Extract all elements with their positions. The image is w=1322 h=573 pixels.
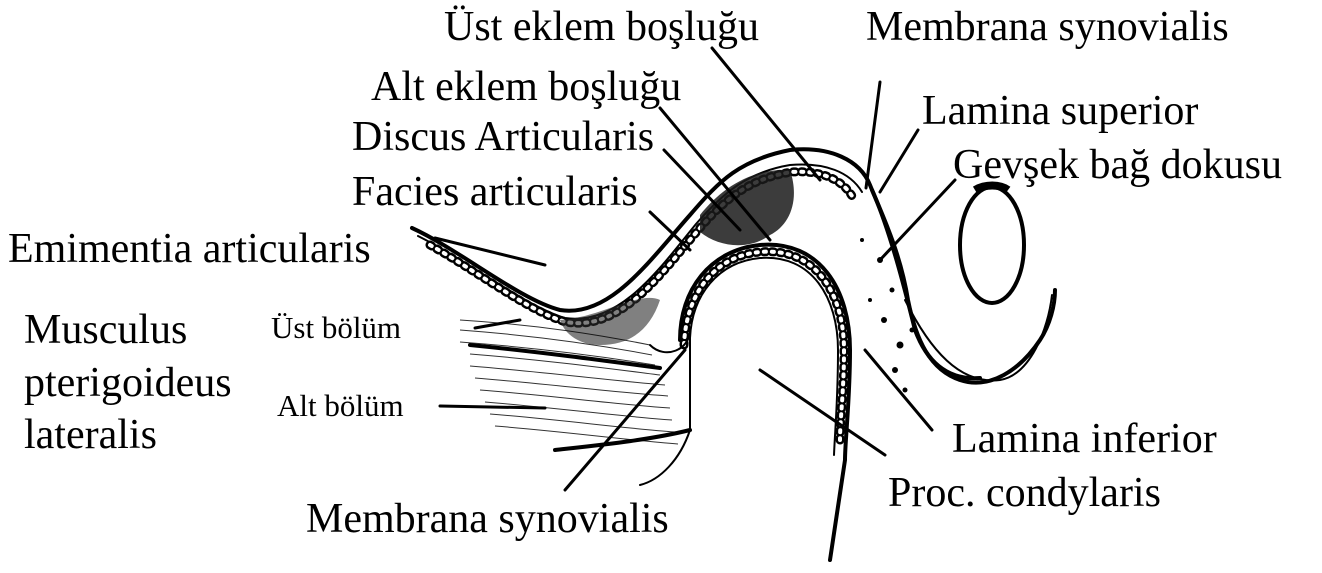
posterior-curve bbox=[905, 295, 1052, 380]
leader-ust-eklem-boslugu bbox=[712, 48, 820, 180]
leader-lamina-superior bbox=[880, 130, 918, 192]
label-musculus-line1: Musculus bbox=[24, 307, 187, 353]
label-lamina-superior: Lamina superior bbox=[922, 88, 1198, 134]
label-membrana-synovialis-top: Membrana synovialis bbox=[866, 4, 1229, 50]
leader-membrana-synovialis-top bbox=[866, 82, 880, 188]
label-gevsek-bag-dokusu: Gevşek bağ dokusu bbox=[953, 142, 1282, 188]
label-alt-eklem-boslugu: Alt eklem boşluğu bbox=[371, 64, 681, 110]
leader-lamina-inferior bbox=[865, 350, 932, 430]
label-membrana-synovialis-bottom: Membrana synovialis bbox=[306, 496, 669, 542]
condyle-inner bbox=[690, 258, 838, 455]
leader-proc-condylaris bbox=[760, 370, 885, 455]
muscle-fibers bbox=[460, 320, 678, 444]
label-emimentia-articularis: Emimentia articularis bbox=[8, 226, 371, 272]
label-discus-articularis: Discus Articularis bbox=[352, 114, 654, 160]
label-musculus-line3: lateralis bbox=[24, 412, 157, 458]
muscle-boundary-lower bbox=[555, 430, 690, 450]
label-musculus-line2: pterigoideus bbox=[24, 360, 232, 406]
label-ust-bolum: Üst bölüm bbox=[271, 310, 401, 345]
label-alt-bolum: Alt bölüm bbox=[277, 388, 404, 423]
label-ust-eklem-boslugu: Üst eklem boşluğu bbox=[444, 4, 759, 50]
ear-canal-ring bbox=[960, 187, 1024, 303]
labels: Üst eklem boşluğu Membrana synovialis Al… bbox=[8, 4, 1282, 542]
leader-facies-articularis bbox=[650, 212, 690, 250]
leader-alt-bolum bbox=[440, 406, 545, 408]
articular-disc bbox=[700, 170, 794, 245]
label-lamina-inferior: Lamina inferior bbox=[952, 416, 1217, 462]
label-facies-articularis: Facies articularis bbox=[352, 169, 638, 215]
label-proc-condylaris: Proc. condylaris bbox=[888, 470, 1161, 516]
leader-gevsek-bag-dokusu bbox=[880, 180, 955, 260]
